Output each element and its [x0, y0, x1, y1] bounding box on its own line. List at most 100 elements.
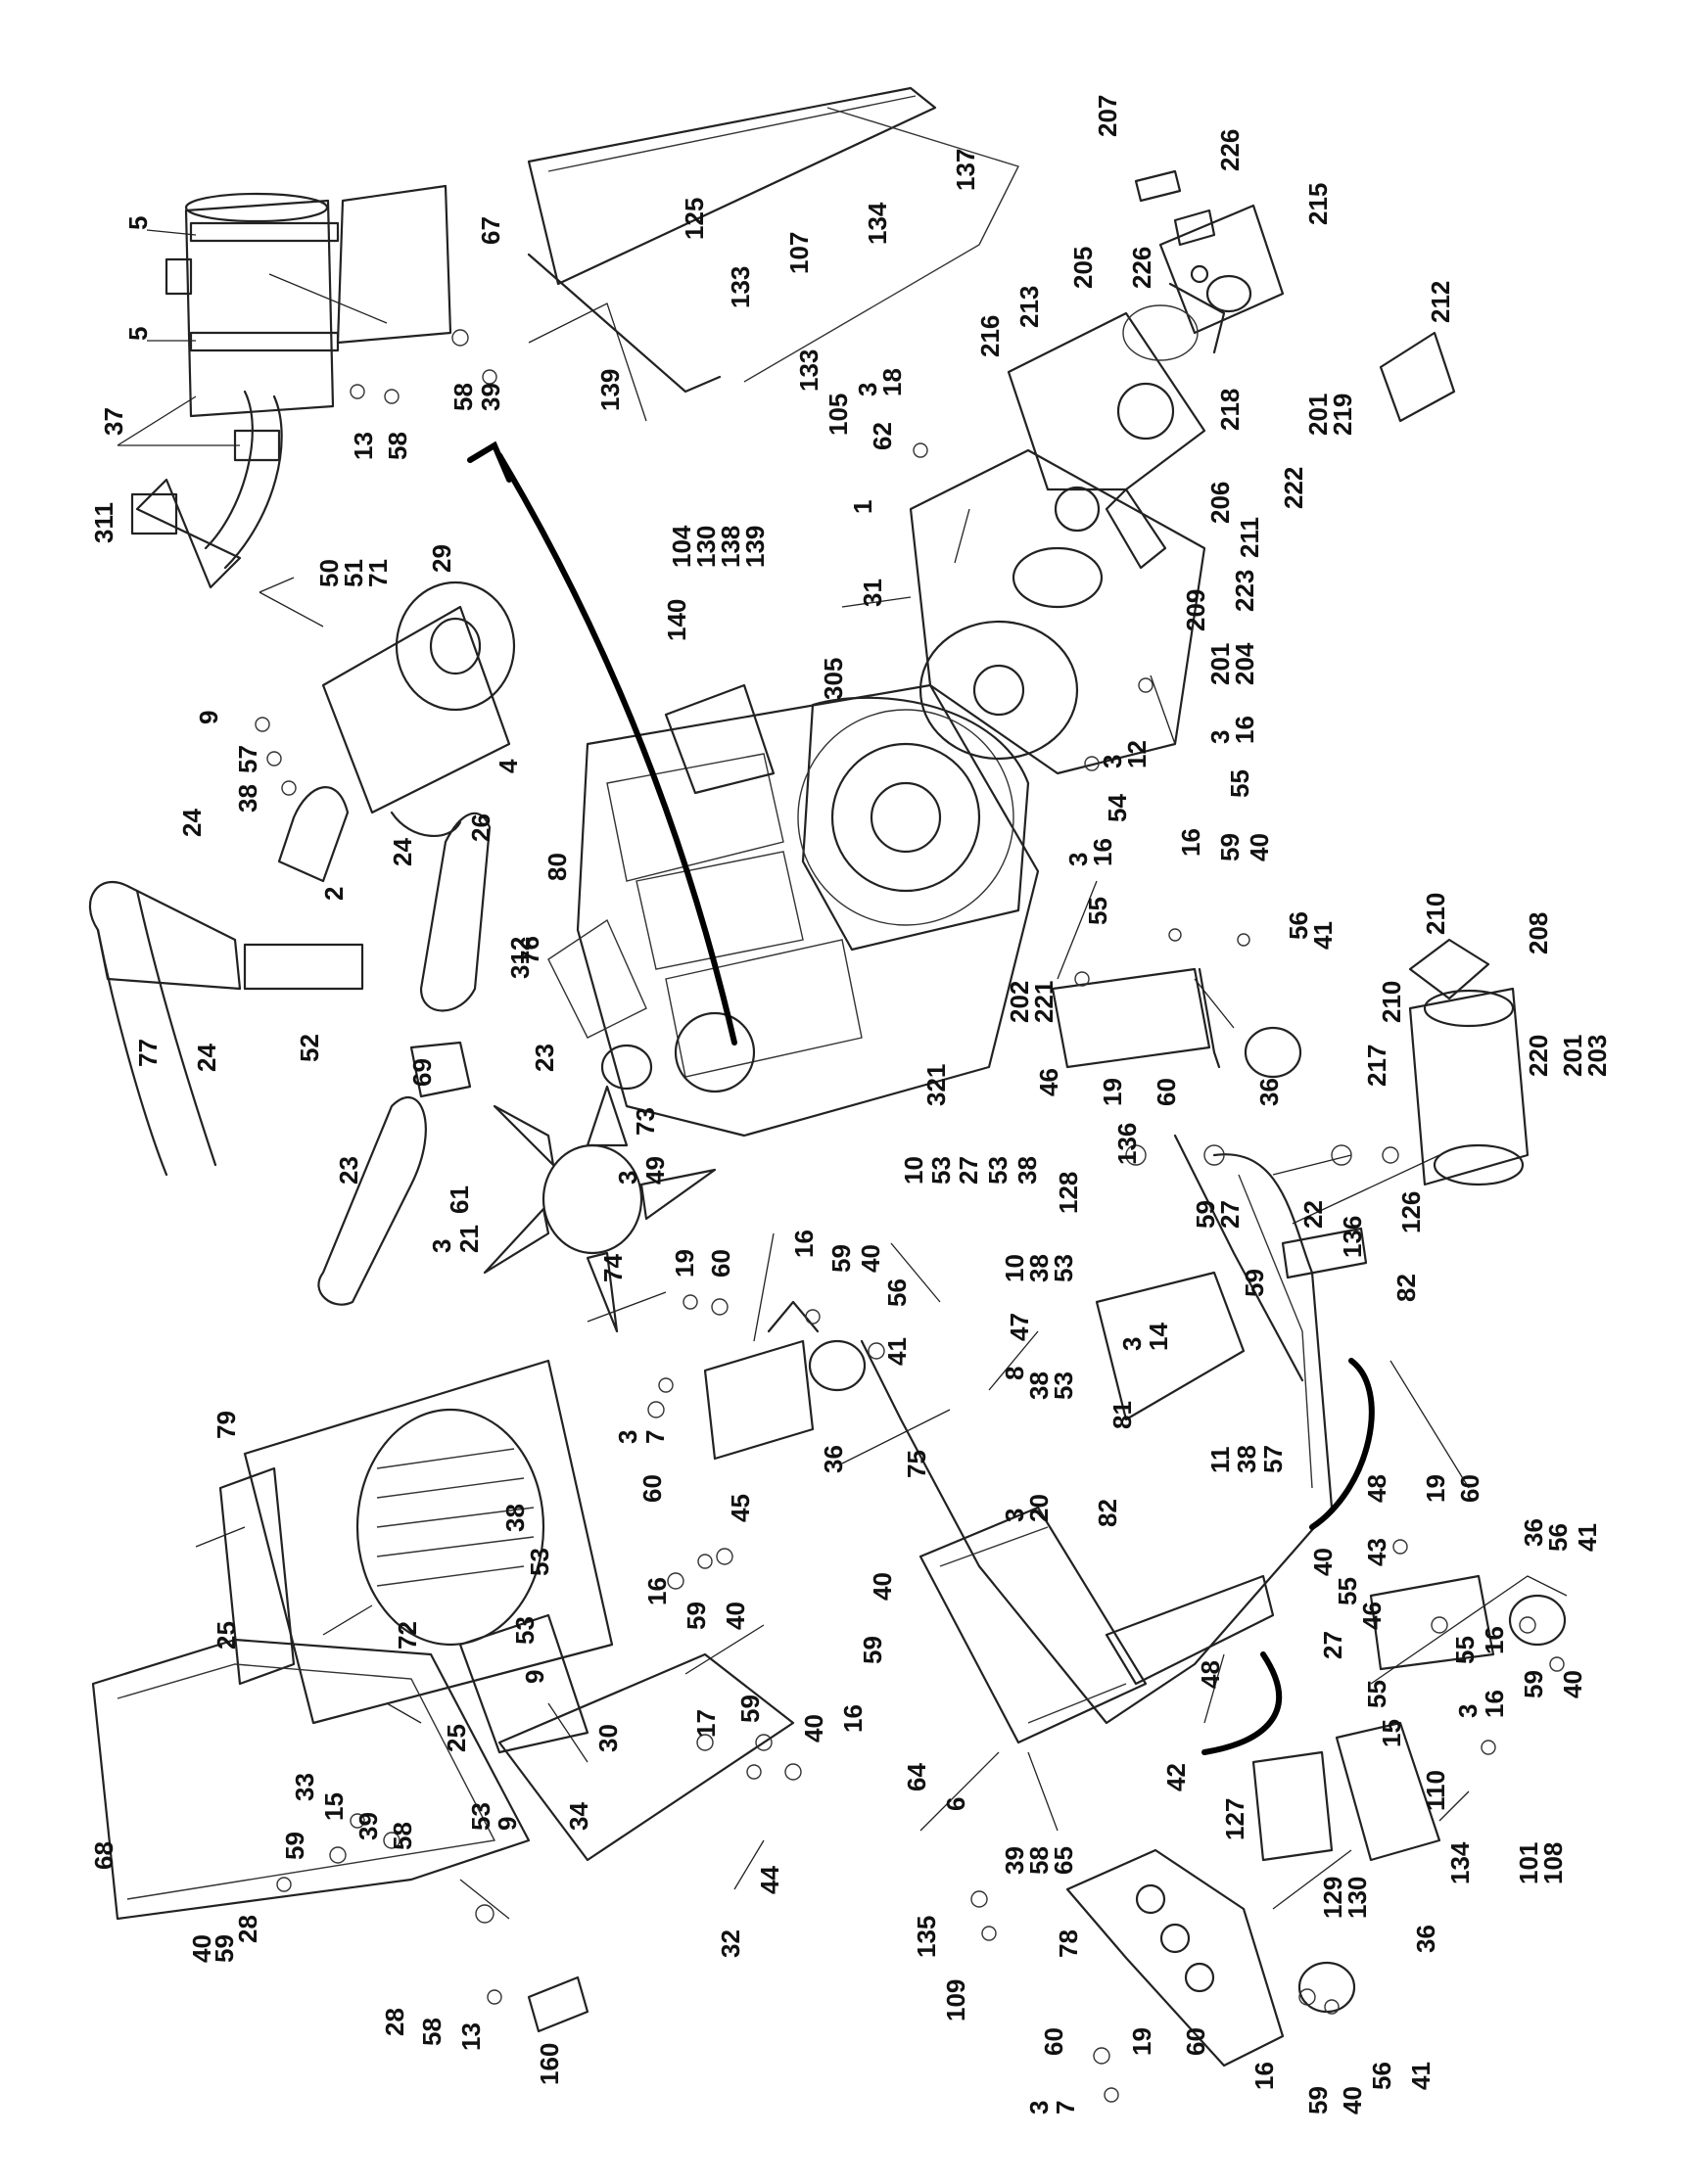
- label-36c: 36: [1519, 1518, 1548, 1547]
- label-209: 209: [1181, 589, 1210, 631]
- label-16h: 16: [838, 1704, 868, 1733]
- label-211: 211: [1235, 517, 1264, 558]
- label-38a: 38: [233, 784, 262, 813]
- label-5a: 5: [123, 216, 153, 230]
- label-9a: 9: [194, 711, 223, 724]
- label-75: 75: [902, 1450, 931, 1478]
- label-110: 110: [1421, 1770, 1450, 1811]
- label-16a: 16: [1230, 716, 1259, 744]
- label-128: 128: [1054, 1172, 1083, 1214]
- fasteners: [255, 329, 1565, 2103]
- label-219: 219: [1328, 394, 1357, 436]
- label-59i: 59: [280, 1832, 309, 1860]
- label-30: 30: [593, 1724, 623, 1752]
- label-205: 205: [1068, 247, 1098, 289]
- label-160: 160: [535, 2043, 564, 2085]
- label-68: 68: [89, 1841, 118, 1870]
- label-223: 223: [1230, 570, 1259, 612]
- label-136b: 136: [1338, 1216, 1367, 1258]
- label-26: 26: [466, 813, 495, 842]
- label-59g: 59: [735, 1695, 765, 1723]
- label-16f: 16: [1480, 1626, 1509, 1654]
- label-76: 76: [515, 936, 544, 964]
- label-55c: 55: [1333, 1577, 1362, 1605]
- part-number-labels: 5 5 67 37 58 39 13 58 311 50 51 71 29 9 …: [89, 95, 1612, 2114]
- label-139a: 139: [595, 369, 625, 411]
- label-218: 218: [1215, 389, 1245, 431]
- label-43: 43: [1362, 1538, 1391, 1566]
- label-133b: 133: [794, 349, 824, 392]
- label-20: 20: [1024, 1494, 1054, 1522]
- label-38f: 38: [500, 1504, 530, 1532]
- heat-shield: [336, 184, 452, 345]
- label-226b: 226: [1127, 247, 1156, 289]
- label-204: 204: [1230, 642, 1259, 685]
- label-59a: 59: [1215, 833, 1245, 861]
- label-54: 54: [1103, 794, 1132, 822]
- label-217: 217: [1362, 1045, 1391, 1087]
- radiator-frame: [91, 1638, 795, 2033]
- label-60f: 60: [1181, 2027, 1210, 2056]
- label-24c: 24: [192, 1044, 221, 1072]
- label-60d: 60: [1455, 1474, 1484, 1503]
- label-57b: 57: [1258, 1445, 1288, 1473]
- label-38e: 38: [1232, 1445, 1261, 1473]
- label-203: 203: [1582, 1035, 1612, 1077]
- engine: [547, 683, 1040, 1138]
- label-25a: 25: [212, 1621, 241, 1650]
- label-15b: 15: [319, 1792, 349, 1821]
- label-312: 312: [505, 937, 535, 979]
- label-23a: 23: [530, 1044, 559, 1072]
- lower-bracket: [1065, 1848, 1356, 2068]
- label-51: 51: [339, 559, 368, 587]
- label-27a: 27: [954, 1156, 983, 1185]
- label-40f: 40: [799, 1714, 828, 1743]
- label-40h: 40: [187, 1934, 216, 1963]
- label-59f: 59: [682, 1602, 711, 1630]
- label-9c: 9: [493, 1817, 522, 1831]
- label-29: 29: [427, 544, 456, 573]
- label-105: 105: [824, 394, 853, 436]
- label-48b: 48: [1196, 1660, 1225, 1689]
- label-48a: 48: [1362, 1474, 1391, 1503]
- label-140: 140: [662, 599, 691, 641]
- label-55d: 55: [1450, 1636, 1480, 1664]
- label-7a: 7: [640, 1430, 670, 1444]
- label-18: 18: [877, 368, 907, 396]
- label-77: 77: [133, 1039, 163, 1067]
- label-210b: 210: [1377, 981, 1406, 1023]
- label-108: 108: [1538, 1842, 1568, 1884]
- label-10b: 10: [1000, 1254, 1029, 1282]
- label-42: 42: [1161, 1763, 1191, 1791]
- label-7b: 7: [1051, 2101, 1080, 2114]
- label-14: 14: [1144, 1323, 1173, 1351]
- label-61: 61: [445, 1185, 474, 1214]
- label-22: 22: [1298, 1200, 1328, 1229]
- label-12: 12: [1122, 740, 1152, 768]
- label-52: 52: [295, 1034, 324, 1062]
- label-46b: 46: [1357, 1602, 1387, 1630]
- label-38c: 38: [1024, 1254, 1054, 1282]
- label-53d: 53: [1049, 1371, 1078, 1400]
- label-6: 6: [941, 1797, 970, 1811]
- label-136a: 136: [1112, 1123, 1142, 1165]
- label-39c: 39: [353, 1812, 383, 1840]
- label-50: 50: [314, 559, 344, 587]
- label-24b: 24: [388, 838, 417, 866]
- label-208: 208: [1524, 912, 1553, 954]
- label-53e: 53: [525, 1548, 554, 1576]
- label-16i: 16: [1249, 2062, 1279, 2090]
- label-25b: 25: [442, 1724, 471, 1752]
- label-56a: 56: [1284, 911, 1313, 940]
- chassis-rail-top: [527, 86, 1019, 394]
- label-82b: 82: [1093, 1499, 1122, 1527]
- label-130a: 130: [691, 526, 721, 568]
- label-19c: 19: [1421, 1474, 1450, 1503]
- label-53g: 53: [466, 1802, 495, 1831]
- label-62: 62: [868, 422, 897, 450]
- label-23b: 23: [334, 1156, 363, 1185]
- label-40a: 40: [1245, 833, 1274, 861]
- label-41a: 41: [1308, 921, 1338, 950]
- label-3c: 3: [853, 383, 882, 396]
